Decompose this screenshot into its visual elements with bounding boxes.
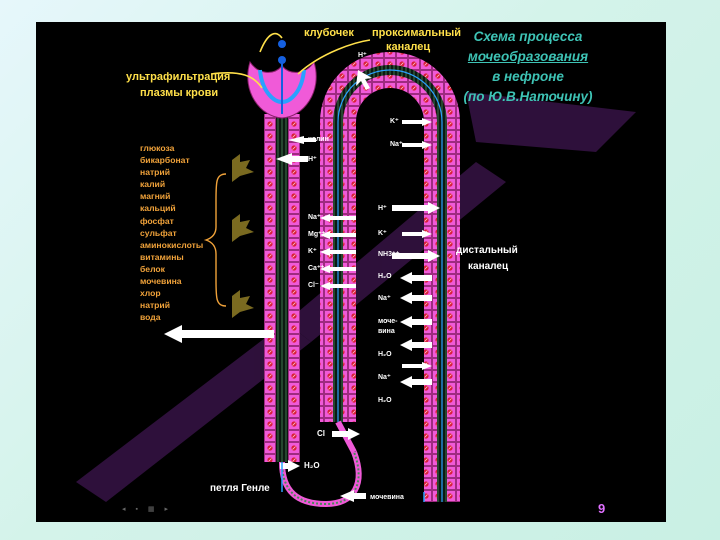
glomerulus-label: клубочек xyxy=(304,27,354,39)
ion-h2o-distal-1: H₂O xyxy=(378,273,392,280)
reabsorbed-substances-list: глюкоза бикарбонат натрий калий магний к… xyxy=(140,142,203,323)
ion-na-distal-2: Na⁺ xyxy=(378,374,391,381)
ion-na-distal-1: Na⁺ xyxy=(378,295,391,302)
ion-h2o-bottom: H₂O xyxy=(304,461,320,470)
arch-upper xyxy=(320,52,460,502)
title-line-1: Схема процесса xyxy=(473,29,583,44)
nephron-diagram xyxy=(76,32,636,508)
ion-k-loop: K⁺ xyxy=(308,248,317,255)
list-item: витамины xyxy=(140,251,184,262)
ion-k-distal-top: K⁺ xyxy=(390,118,399,125)
ion-nh3-distal: NH3⁺⁺ xyxy=(378,251,400,258)
carrier-icons xyxy=(232,154,254,318)
ion-h-proximal: H⁺ xyxy=(308,156,317,163)
vessel-marks xyxy=(281,462,425,502)
ion-k-distal: K⁺ xyxy=(378,230,387,237)
ultrafiltration-label-1: ультрафильтрация xyxy=(126,71,231,83)
list-item: мочевина xyxy=(140,276,182,287)
list-item: глюкоза xyxy=(140,143,175,153)
list-item: натрий xyxy=(140,300,170,311)
proximal-tubule xyxy=(264,114,300,462)
ion-na-distal-top: Na⁺ xyxy=(390,141,403,148)
ion-ca-loop: Ca⁺⁺ xyxy=(308,265,325,272)
slide-nav-icons[interactable]: ◂ ▪ ▦ ▸ xyxy=(122,506,172,513)
ion-mg-loop: Mg⁺⁺ xyxy=(308,231,326,238)
ultrafiltration-label-2: плазмы крови xyxy=(140,87,219,99)
list-item: калий xyxy=(140,179,166,190)
list-item: вода xyxy=(140,312,161,323)
title-line-3: в нефроне xyxy=(492,69,564,84)
list-item: кальций xyxy=(140,203,176,214)
callout-lines xyxy=(210,32,371,89)
ion-urea-bottom: мочевина xyxy=(370,494,404,501)
distal-label-2: каналец xyxy=(468,261,509,272)
ion-h-distal: H⁺ xyxy=(378,205,387,212)
ion-h2o-distal-3: H₂O xyxy=(378,397,392,404)
title-line-4: (по Ю.В.Наточину) xyxy=(463,89,593,104)
ion-h2o-distal-2: H₂O xyxy=(378,351,392,358)
list-item: сульфат xyxy=(140,227,177,238)
list-item: хлор xyxy=(140,288,161,299)
reabsorption-brace xyxy=(203,173,227,307)
ion-urea-distal-1: моче- xyxy=(378,318,398,325)
list-item: натрий xyxy=(140,167,170,178)
list-item: белок xyxy=(140,263,165,274)
nephron-slide: Схема процесса мочеобразования в нефроне… xyxy=(36,22,666,522)
title-line-2: мочеобразования xyxy=(467,49,589,64)
page-number: 9 xyxy=(598,501,606,516)
list-item: фосфат xyxy=(140,215,174,226)
proximal-label-1: проксимальный xyxy=(372,27,461,39)
ion-h-top: H⁺ xyxy=(358,52,367,59)
ion-cl-loop: Cl⁻ xyxy=(308,282,319,289)
distal-label-1: дистальный xyxy=(456,245,518,256)
transport-arrows xyxy=(164,70,440,502)
list-item: аминокислоты xyxy=(140,239,204,250)
proximal-label-2: каналец xyxy=(386,41,431,53)
ion-urea-distal-2: вина xyxy=(378,328,395,335)
ion-na-loop: Na⁺ xyxy=(308,214,321,221)
list-item: бикарбонат xyxy=(140,155,190,166)
loop-of-henle-label: петля Генле xyxy=(210,483,270,494)
ion-choline: холин xyxy=(308,136,329,143)
glomerulus-capsule xyxy=(247,40,317,119)
ion-cl-bottom: Cl xyxy=(317,429,325,438)
list-item: магний xyxy=(140,191,171,202)
